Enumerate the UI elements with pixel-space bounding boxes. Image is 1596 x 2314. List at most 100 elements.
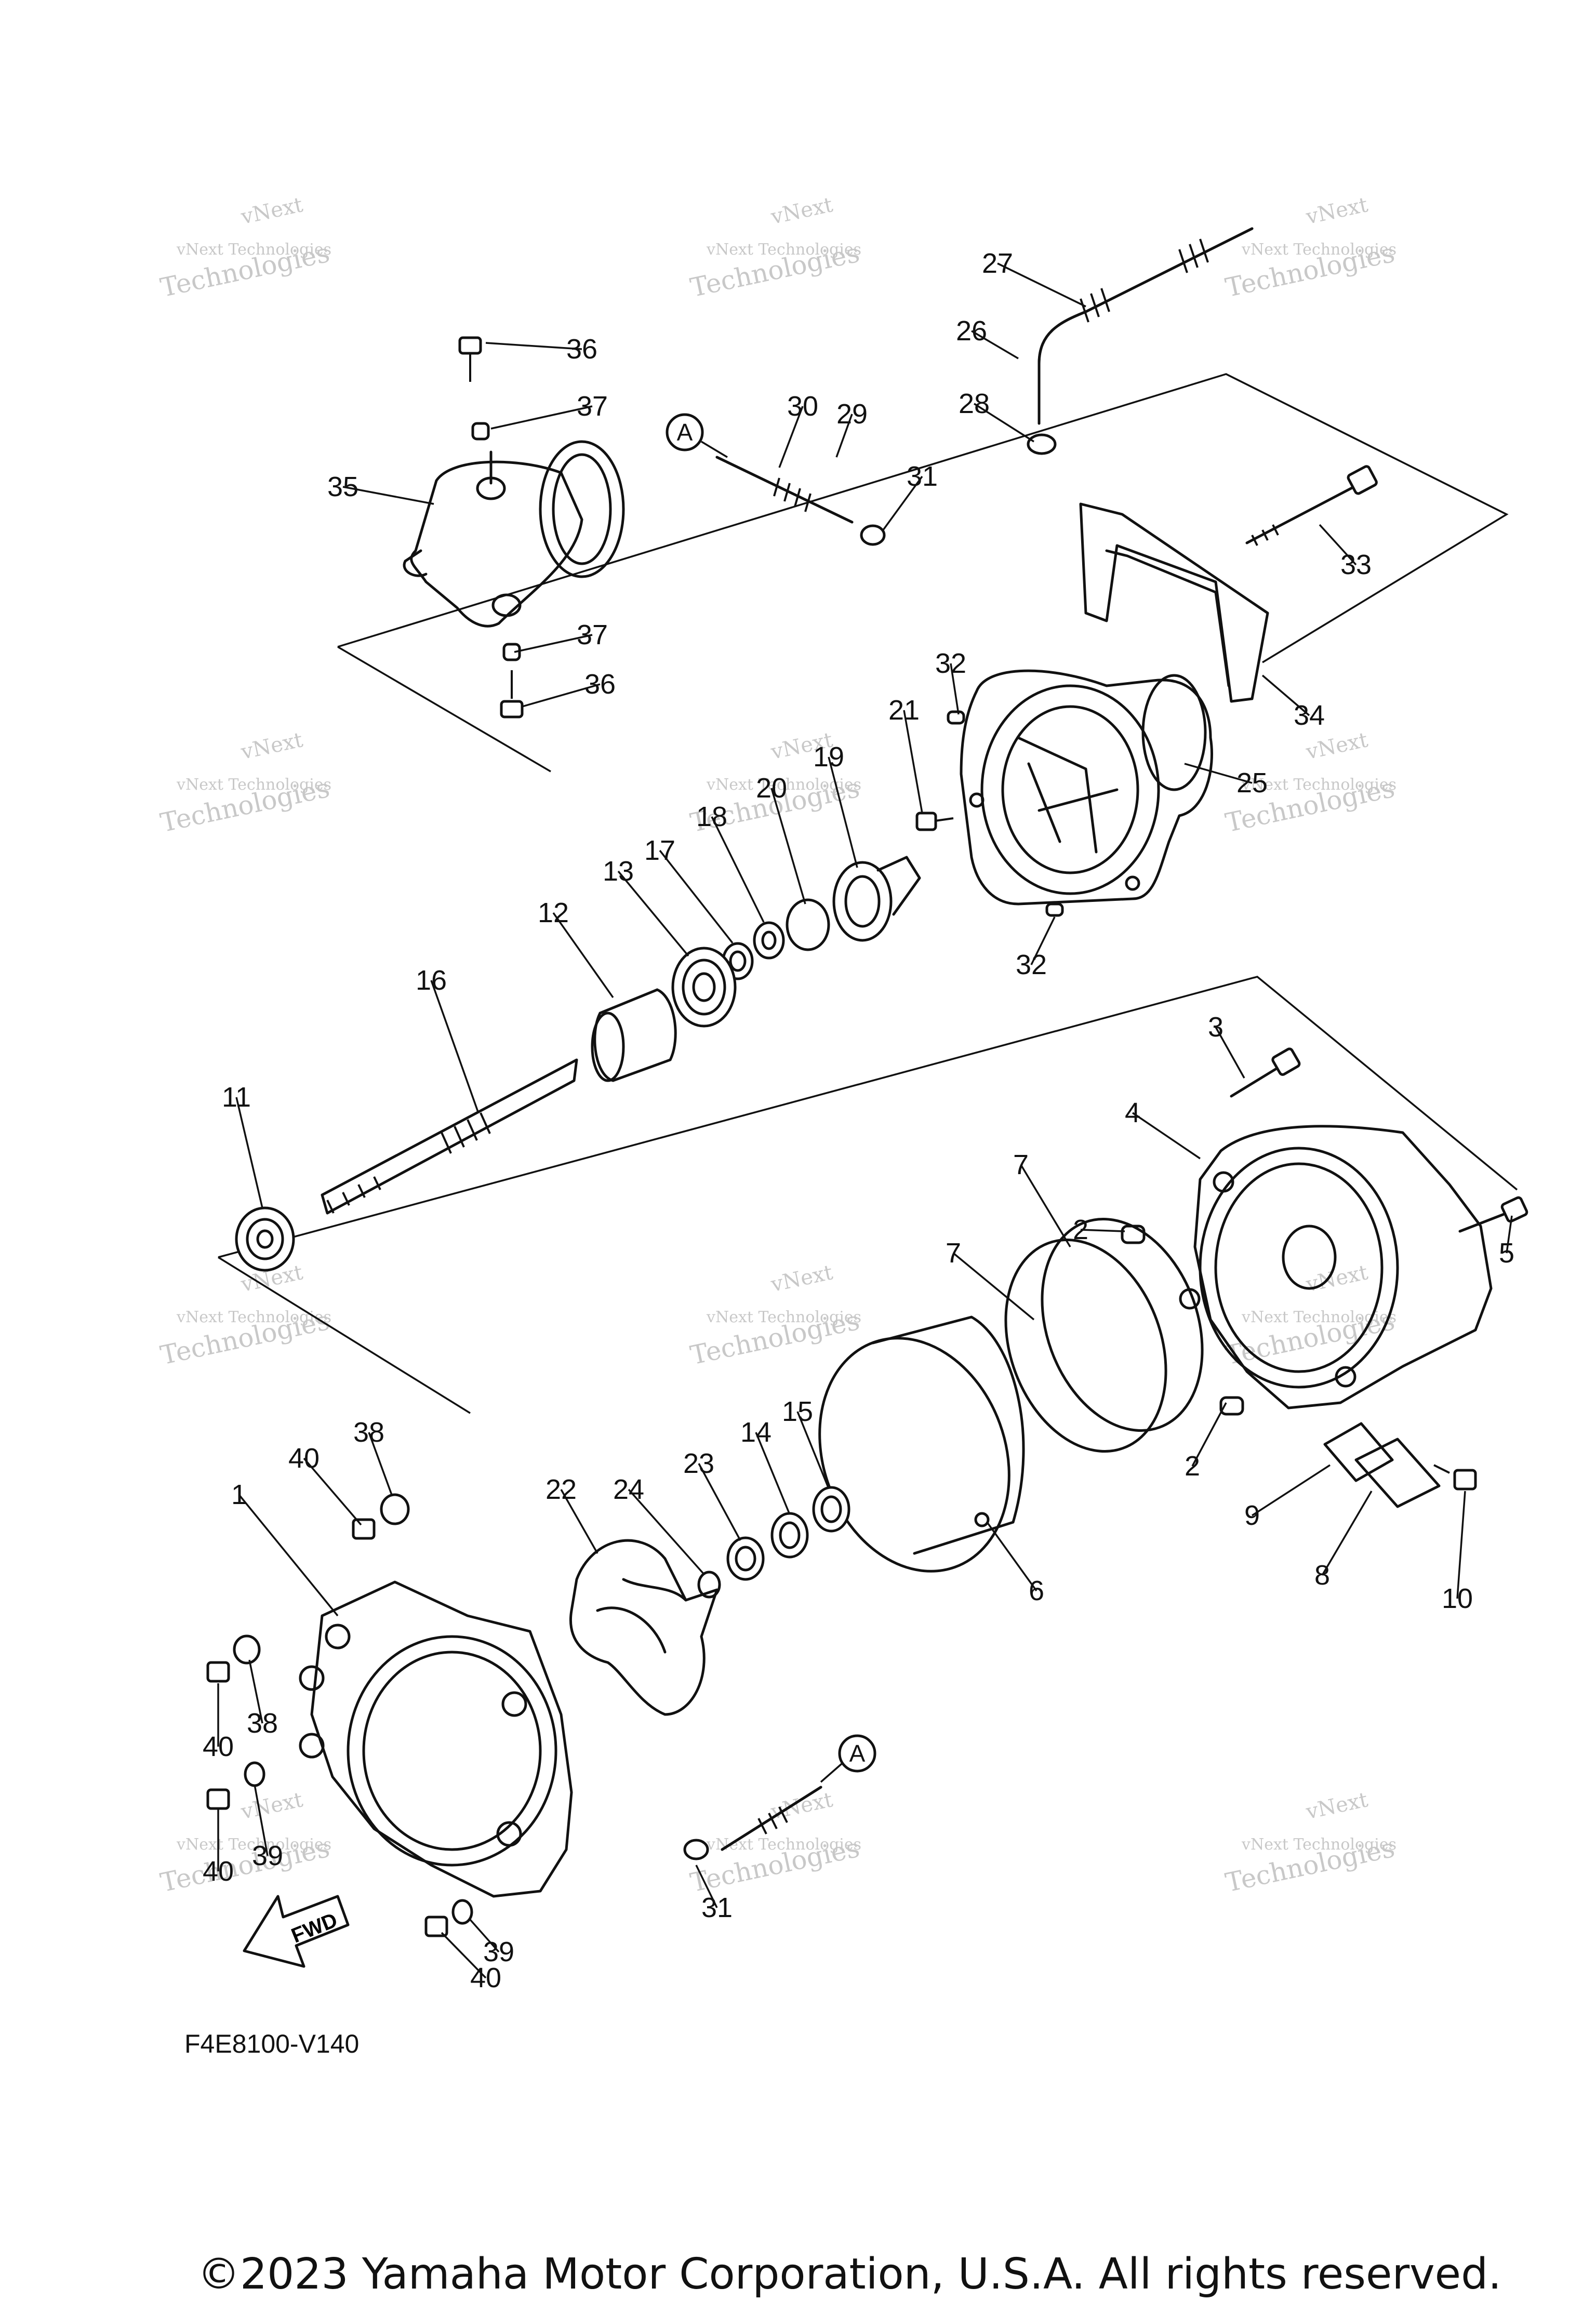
cable-rod-29-30 (715, 456, 886, 546)
callout-leader (986, 1521, 1038, 1592)
shaft-16 (321, 1058, 578, 1215)
svg-text:vNext Technologies: vNext Technologies (1241, 776, 1396, 794)
diagram-code: F4E8100-V140 (184, 2029, 360, 2058)
liner-6 (818, 1315, 1025, 1573)
fwd-label: FWD (288, 1909, 341, 1948)
bolt-36-bottom (500, 643, 524, 719)
callout-number: 9 (1244, 1500, 1260, 1531)
top-frame-left (337, 646, 551, 773)
callout-number: 28 (959, 388, 990, 419)
callout-leader (1215, 1027, 1245, 1079)
callout-leader (770, 788, 806, 905)
callout-number: 11 (222, 1082, 251, 1113)
callout-leader (552, 912, 614, 999)
callout-leader (248, 1659, 263, 1724)
top-frame (337, 373, 1509, 663)
bolt-5 (1458, 1196, 1528, 1233)
callout-number: 37 (577, 391, 608, 422)
svg-text:vNext: vNext (768, 193, 835, 229)
svg-text:vNext: vNext (1304, 728, 1370, 764)
pins-32 (947, 710, 1064, 917)
callout-leader (778, 406, 804, 468)
callout-leader (485, 342, 582, 350)
callout-leader (796, 1411, 830, 1489)
fwd-arrow-icon: FWD (243, 1895, 350, 1968)
svg-text:vNext: vNext (1304, 1788, 1370, 1824)
reference-letter-top: A (677, 419, 693, 446)
bearing-11 (235, 1206, 295, 1272)
callout-number: 12 (538, 897, 569, 928)
callout-number: 33 (1340, 549, 1372, 580)
seal-15 (812, 1486, 850, 1533)
callout-leader (560, 1489, 598, 1554)
bearing-14 (770, 1512, 809, 1559)
callout-number: 10 (1442, 1583, 1473, 1614)
assembly-frames (218, 373, 1518, 1414)
callout-number: 30 (787, 391, 818, 422)
callout-leader (1020, 1164, 1071, 1247)
hose-26-27 (1027, 227, 1254, 455)
washers-nuts-38-40 (206, 1493, 473, 1937)
callout-leader (441, 1932, 487, 1979)
callout-number: 36 (584, 669, 616, 700)
callout-number: 22 (546, 1474, 577, 1505)
callout-number: 23 (683, 1448, 714, 1479)
svg-text:vNext Technologies: vNext Technologies (176, 241, 331, 259)
callout-leader (1030, 916, 1056, 965)
callout-leader (903, 710, 923, 814)
callout-leader (1506, 1215, 1513, 1254)
callout-number: 38 (353, 1417, 384, 1448)
callout-leader (368, 1432, 393, 1497)
bearing-13 (671, 947, 737, 1028)
callout-number: 7 (1013, 1149, 1029, 1180)
callout-number: 16 (416, 965, 447, 996)
callout-leader (514, 634, 593, 653)
callout-leader (342, 486, 434, 505)
callout-leader (1191, 1402, 1227, 1467)
callout-leader (1132, 1112, 1201, 1160)
copyright-notice: ©2023 Yamaha Motor Corporation, U.S.A. A… (197, 2250, 1502, 2299)
callout-number: 19 (813, 741, 844, 773)
svg-text:vNext Technologies: vNext Technologies (1241, 1836, 1396, 1854)
svg-text:vNext: vNext (768, 1260, 835, 1297)
callout-leader (1319, 524, 1357, 566)
callout-leader (490, 405, 593, 430)
callout-leader (695, 1865, 718, 1908)
middle-frame (218, 976, 1518, 1258)
callout-leader (1184, 763, 1253, 784)
bolt-3 (1230, 1047, 1301, 1098)
svg-text:vNext Technologies: vNext Technologies (706, 241, 861, 259)
callout-leader (303, 1457, 362, 1526)
callout-leader (882, 475, 923, 531)
callout-number: 5 (1499, 1238, 1514, 1269)
nozzle-part-35 (403, 440, 625, 628)
callout-leader (828, 756, 858, 868)
bolt-21 (915, 812, 954, 831)
callout-number: 14 (740, 1417, 772, 1448)
callout-leader (628, 1488, 705, 1575)
pump-housing-25 (960, 669, 1213, 906)
bolt-36-top (458, 336, 493, 485)
callout-number: 32 (935, 648, 966, 679)
impeller-22 (569, 1539, 719, 1716)
reference-letter-bottom: A (849, 1740, 866, 1767)
bolt-33 (1245, 465, 1378, 546)
callout-number: 34 (1294, 700, 1325, 731)
svg-text:vNext Technologies: vNext Technologies (176, 776, 331, 794)
callout-number: 27 (982, 248, 1013, 279)
callout-leader (522, 683, 601, 708)
spacer-23 (726, 1536, 765, 1581)
callout-number: 20 (756, 773, 787, 804)
callout-leader (1252, 1464, 1331, 1517)
callout-leader (1080, 1229, 1125, 1232)
callout-number: 37 (577, 619, 608, 650)
callout-leader (997, 262, 1086, 308)
o-ring-24 (697, 1571, 721, 1599)
rings-7 (1004, 1218, 1204, 1453)
